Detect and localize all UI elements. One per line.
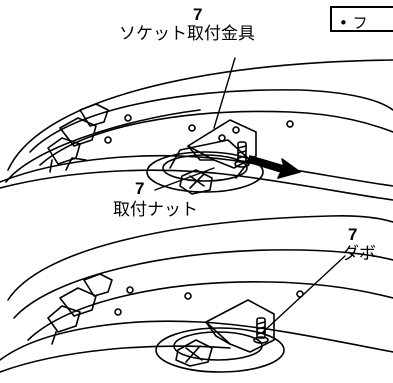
callout-dowel-text: ダボ — [342, 244, 376, 264]
leader-nut — [154, 167, 215, 191]
callout-nut-text: 取付ナット — [113, 200, 198, 220]
bottom-fixture-outline — [0, 215, 393, 373]
callout-dowel-number: 7 — [348, 225, 358, 244]
callout-socket-text: ソケット取付金具 — [119, 24, 255, 44]
top-fixture-outline — [0, 59, 393, 201]
section-tab: • フ — [330, 6, 393, 32]
callout-socket-number: 7 — [193, 5, 203, 24]
direction-arrow — [247, 155, 301, 179]
leader-socket — [213, 57, 236, 129]
callout-nut-number: 7 — [135, 179, 145, 198]
leader-dowel — [262, 255, 346, 333]
